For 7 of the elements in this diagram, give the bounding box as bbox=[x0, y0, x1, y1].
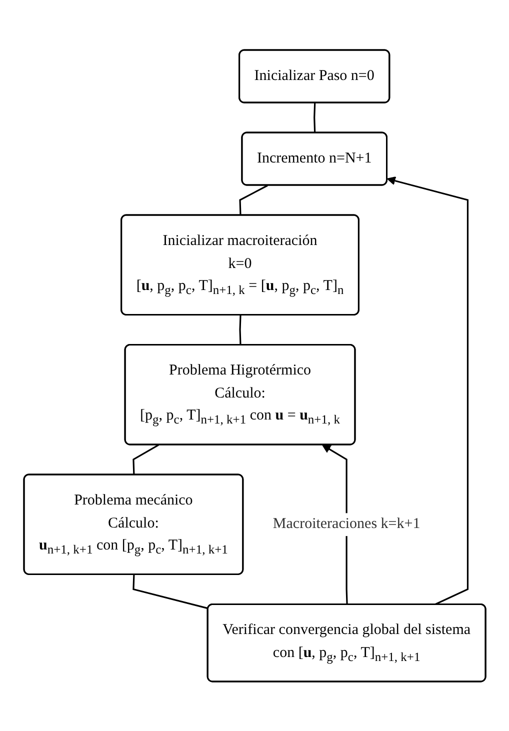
connector bbox=[238, 184, 268, 216]
connector bbox=[132, 574, 208, 609]
connector bbox=[132, 444, 159, 475]
edge-label: Macroiteraciones k=k+1 bbox=[272, 516, 420, 532]
connector bbox=[313, 102, 316, 133]
arrow bbox=[386, 176, 468, 606]
connector bbox=[238, 314, 242, 346]
